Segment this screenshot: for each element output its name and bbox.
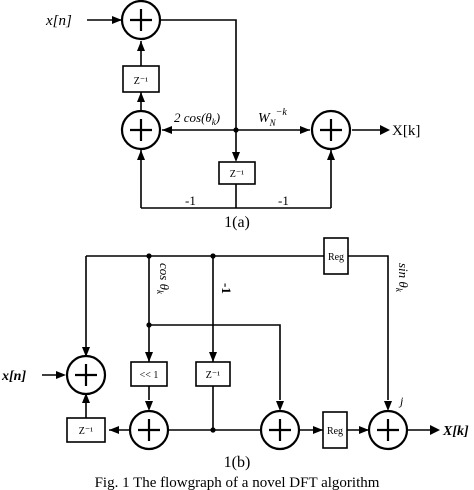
junction-a-center [233,127,239,133]
arrowhead-b-input [56,371,66,379]
output-label-b: X[k] [442,424,469,439]
twiddle-w-a: W [258,111,271,126]
panel-b: Reg << 1 Z⁻¹ Z⁻¹ Reg cos θk -1 sin θk j … [1,237,469,471]
adder-b-final [367,409,409,451]
delay-block-a-left: Z⁻¹ [122,65,160,93]
arrowhead-a-down-zinv [232,152,240,162]
junction-b-cross [146,322,152,328]
arrowhead-b-to-zinv [109,426,119,434]
twiddle-sub-a: N [269,118,277,128]
reg-block-b-top: Reg [323,237,349,275]
arrowhead-b-zinv-up [82,393,90,403]
coef-sub-a: k [212,117,217,127]
sin-text-b: sin θ [396,263,411,288]
shift-block-b: << 1 [130,361,168,387]
reg-block-b-mid: Reg [322,411,348,449]
arrowhead-a-up-left-adder [137,150,145,160]
shift-label-b: << 1 [140,370,159,381]
delay-label-b-mid: Z⁻¹ [206,370,220,381]
arrowhead-a-right-adder [300,126,310,134]
cos-text-b: cos θ [157,263,172,291]
arrowhead-b-output [430,425,440,435]
delay-block-b-left: Z⁻¹ [66,417,106,443]
adder-a-right [310,109,352,151]
adder-a-left [120,109,162,151]
coef-text-a: 2 cos(θ [174,110,212,125]
arrowhead-a-up-top [137,41,145,51]
wire-a-top-right [160,19,237,152]
sin-label-b: sin θk [394,263,411,293]
delay-label-a-center: Z⁻¹ [230,169,244,180]
cos-label-b: cos θk [155,263,172,295]
arrowhead-a-left-coef [162,126,172,134]
arrowhead-b-shift-down [145,401,153,411]
arrowhead-a-up-zinv [137,92,145,102]
arrowhead-b-into-final [359,426,369,434]
arrowhead-b-cos-down [145,352,153,362]
junction-b-bottom-minus [210,427,216,433]
adder-b-left [128,409,170,451]
arrowhead-b-minus-down [209,352,217,362]
j-label-b: j [398,394,404,408]
arrowhead-b-left-down [82,347,90,357]
panel-a: Z⁻¹ Z⁻¹ x[n] 2 cos(θk) WN−k X[k] -1 -1 1… [45,0,420,231]
delay-label-b-left: Z⁻¹ [79,426,93,437]
delay-block-b-mid: Z⁻¹ [195,361,231,387]
arrowhead-a-input [112,16,122,24]
wire-b-cross [149,324,281,400]
input-label-a: x[n] [45,13,72,29]
gain-label-a-right: -1 [278,193,289,208]
sin-sub-b: k [394,288,404,293]
arrowhead-a-up-right-adder [327,150,335,160]
arrowhead-b-cross-down [276,401,284,411]
wire-b-top-bus [86,255,389,400]
coef-label-a: 2 cos(θk) [174,110,220,127]
cos-sub-b: k [155,290,165,295]
reg-label-b-top: Reg [328,252,344,263]
gain-label-a-left: -1 [185,193,196,208]
twiddle-sup-a: −k [276,107,288,118]
delay-label-a-left: Z⁻¹ [134,76,148,87]
input-label-b: x[n] [1,369,26,384]
twiddle-label-a: WN−k [258,107,287,128]
adder-a-top [120,0,162,41]
caption-b: 1(b) [224,454,251,471]
arrowhead-a-output [380,125,390,135]
delay-block-a-center: Z⁻¹ [218,161,256,185]
adder-b-mid [259,409,301,451]
coef-close-a: ) [215,110,220,125]
adder-b-input [65,354,107,396]
arrowhead-b-sin-down [384,401,392,411]
caption-a: 1(a) [224,214,250,231]
figure-caption: Fig. 1 The flowgraph of a novel DFT algo… [95,475,380,490]
minus-one-label-b: -1 [219,283,234,294]
reg-label-b-mid: Reg [327,426,343,437]
arrowhead-b-into-reg [313,426,323,434]
junction-b-top-cos [146,253,152,259]
output-label-a: X[k] [392,123,420,139]
junction-b-top-minus [210,253,216,259]
